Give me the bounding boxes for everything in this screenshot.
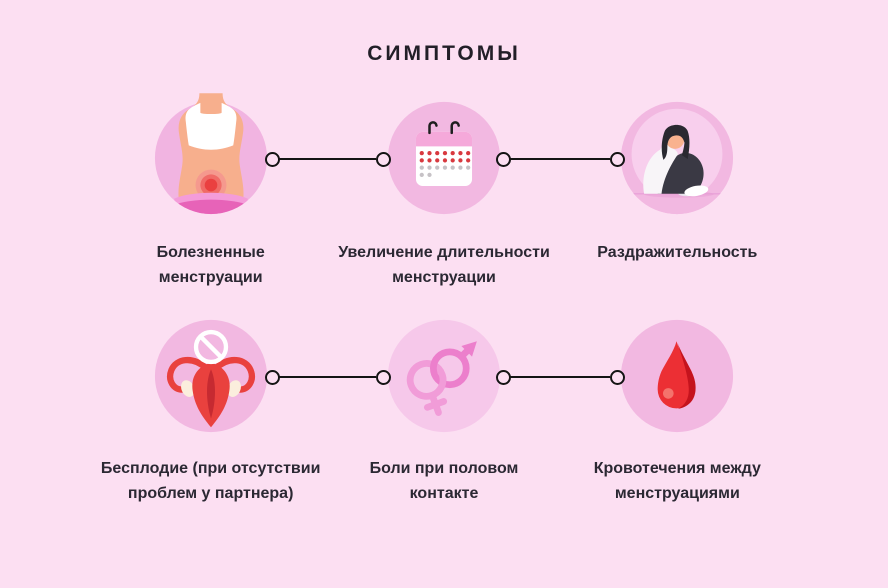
connector-dot-right — [375, 369, 391, 385]
gender-symbols-icon — [387, 319, 501, 433]
page-title: СИМПТОМЫ — [367, 42, 521, 65]
connector-dot-right — [609, 369, 625, 385]
connector-line — [510, 375, 610, 379]
symptom-icon-circle — [386, 318, 502, 434]
symptom-label: Бесплодие (при отсутствии проблем у парт… — [100, 460, 321, 502]
symptom-icon-circle — [619, 318, 735, 434]
symptoms-row-1: Болезненные менструации — [94, 93, 794, 290]
blood-drop-icon — [621, 319, 734, 433]
symptoms-row-2: Бесплодие (при отсутствии проблем у парт… — [94, 318, 794, 506]
symptom-card: Бесплодие (при отсутствии проблем у парт… — [94, 318, 327, 506]
symptom-icon-circle — [153, 93, 269, 216]
symptom-card: Боли при половом контакте — [327, 318, 560, 506]
connector-dot-left — [495, 369, 511, 385]
symptom-card: Кровотечения между менструациями — [561, 318, 794, 506]
connector-line — [279, 375, 376, 379]
calendar-icon — [387, 101, 501, 215]
pelvic-pain-torso-icon — [154, 93, 267, 215]
connector-dot-right — [609, 151, 625, 167]
connector-dot-left — [264, 369, 280, 385]
symptom-card: Увеличение длительности менструации — [327, 100, 560, 290]
symptom-label: Раздражительность — [597, 244, 758, 261]
symptom-label: Кровотечения между менструациями — [593, 460, 761, 502]
symptom-icon-circle — [386, 100, 502, 216]
symptom-icon-circle — [153, 318, 269, 434]
connector-dot-right — [375, 151, 391, 167]
symptom-card: Раздражительность — [561, 100, 794, 290]
uterus-infertility-icon — [154, 319, 267, 433]
symptom-card: Болезненные менструации — [94, 93, 327, 290]
symptom-label: Болезненные менструации — [156, 244, 265, 286]
connector-line — [510, 157, 610, 161]
connector-dot-left — [264, 151, 280, 167]
symptom-label: Увеличение длительности менструации — [338, 244, 550, 286]
symptom-label: Боли при половом контакте — [369, 460, 519, 502]
connector-line — [279, 157, 376, 161]
connector-dot-left — [495, 151, 511, 167]
symptom-icon-circle — [619, 100, 735, 216]
sad-sitting-woman-icon — [621, 101, 734, 215]
